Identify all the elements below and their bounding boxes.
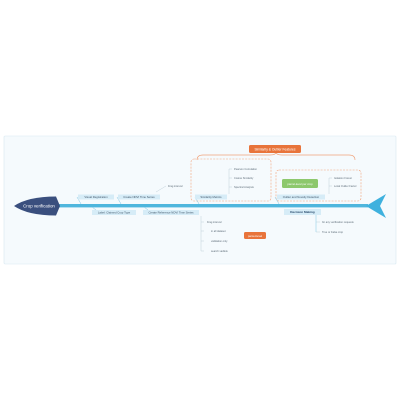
bottom-callout-box [244, 232, 266, 239]
branch-text-label-claimed: Label: Claimed Crop Type [98, 211, 131, 215]
branch-text-create-ndvi: Create NDVI Time Series [123, 195, 155, 199]
branch-text-visual-registration: Visual Registration [84, 195, 108, 199]
branch-text-similarity: Similarity Metrics [200, 195, 222, 199]
head-label: Crop verification [23, 203, 55, 208]
fish-head [14, 196, 60, 216]
leaf-outlier-1: Local Outlier Factor [334, 184, 357, 188]
decision-box [284, 209, 321, 215]
branch-box-outlier [277, 194, 325, 200]
spine [56, 204, 368, 208]
top-callout-text: Similarity & Outlier Features [254, 148, 295, 152]
leaf-ndvi-series: Frag interval [168, 184, 183, 188]
branch-box-similarity [195, 194, 227, 200]
leaf-outlier-0: Isolation Forest [334, 176, 352, 180]
fish-tail [366, 194, 386, 218]
similarity-group-frame [190, 158, 272, 202]
diagram-frame [3, 135, 397, 265]
decision-text: Decision Making [290, 210, 315, 214]
green-callout-box [282, 179, 318, 188]
leaf-similarity-2: Spectral Analysis [234, 185, 254, 189]
leaf-decision-1: True or False crop [322, 230, 344, 234]
branch-box-reference-ndvi [143, 210, 199, 215]
branch-text-reference-ndvi: Create Reference NDVI Time Series [148, 211, 194, 215]
branch-line [274, 196, 280, 205]
green-callout-text: parcel-level per crop [287, 182, 313, 186]
branch-line [143, 206, 149, 211]
branch-text-outlier: Outlier and Novelty Detection [283, 195, 320, 199]
branch-box-visual-registration [78, 194, 114, 200]
leaf-reference-1: in all dataset [211, 229, 226, 233]
branch-line [91, 206, 97, 211]
leaf-similarity-1: Cosine Similarity [234, 176, 254, 180]
branch-box-create-ndvi [118, 194, 160, 200]
branch-line [116, 196, 122, 205]
top-callout-box [249, 145, 301, 153]
branch-box-label-claimed [92, 210, 136, 215]
leaf-reference-2: validation only [211, 239, 228, 243]
branch-line [76, 196, 82, 205]
leaf-similarity-0: Pearson Correlation [234, 167, 258, 171]
leaf-reference-3: search vadlets [211, 249, 228, 253]
outlier-group-frame [275, 169, 362, 202]
leaf-line [155, 185, 167, 193]
leaf-decision-0: for any verification requests [322, 220, 354, 224]
leaf-reference-0: Frag interval [207, 220, 222, 224]
bottom-callout-text: parcel-level [248, 234, 263, 238]
